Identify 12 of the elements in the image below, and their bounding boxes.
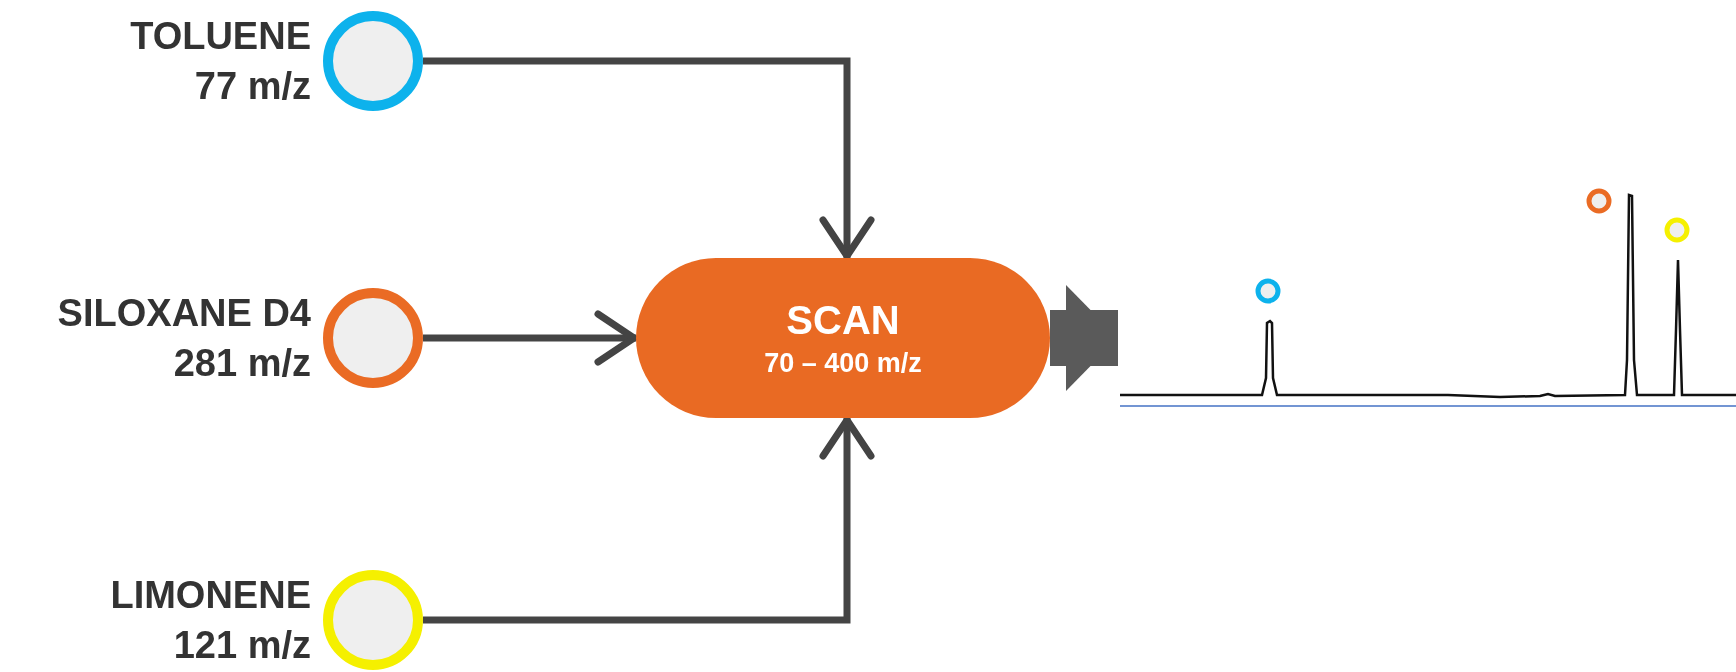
arrow (423, 57, 875, 260)
compound-name: TOLUENE (130, 14, 311, 59)
arrow (423, 416, 875, 624)
block-arrow (1050, 285, 1118, 391)
process-title: SCAN (786, 297, 900, 344)
mass-label: 281 m/z (172, 341, 311, 386)
mass-label: 77 m/z (193, 64, 311, 109)
arrow (423, 310, 638, 366)
compound-name: SILOXANE D4 (57, 291, 311, 336)
compound-name: LIMONENE (110, 573, 311, 618)
range-label: 70 – 400 m/z (764, 347, 922, 380)
mass-label: 121 m/z (172, 623, 311, 668)
